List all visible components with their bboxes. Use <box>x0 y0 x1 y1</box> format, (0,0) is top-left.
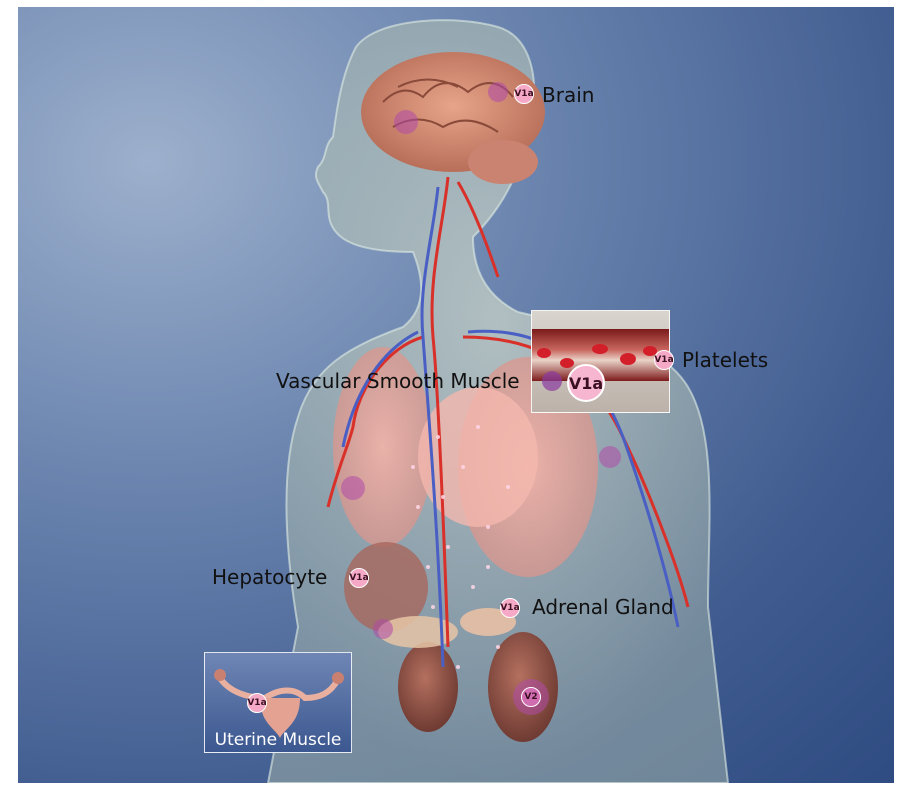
adrenal-gland-label: Adrenal Gland <box>532 597 674 617</box>
uterine-v1a-badge: V1a <box>247 693 267 713</box>
kidney-v2-badge: V2 <box>521 687 541 707</box>
brain-label: Brain <box>542 85 594 105</box>
cerebellum <box>468 140 538 184</box>
blood-vessel-illustration <box>532 311 670 413</box>
platelets-v1a-badge: V1a <box>654 350 674 370</box>
platelets-label: Platelets <box>682 350 768 370</box>
vascular-smooth-muscle-label: Vascular Smooth Muscle <box>276 371 520 391</box>
platelets-inset <box>531 310 670 413</box>
uterine-muscle-label: Uterine Muscle <box>205 730 351 750</box>
hepatocyte-label: Hepatocyte <box>212 567 327 587</box>
uterine-inset: Uterine Muscle <box>204 652 352 753</box>
anatomy-scene: Uterine Muscle V1a V1a V1a V1a V1a V1a V… <box>18 7 894 783</box>
hepatocyte-v1a-badge: V1a <box>349 568 369 588</box>
kidney-left <box>398 642 458 732</box>
brain-v1a-badge: V1a <box>514 84 534 104</box>
anatomy-illustration <box>18 7 894 783</box>
adrenal-v1a-badge: V1a <box>500 598 520 618</box>
vascular-v1a-badge: V1a <box>567 364 605 402</box>
